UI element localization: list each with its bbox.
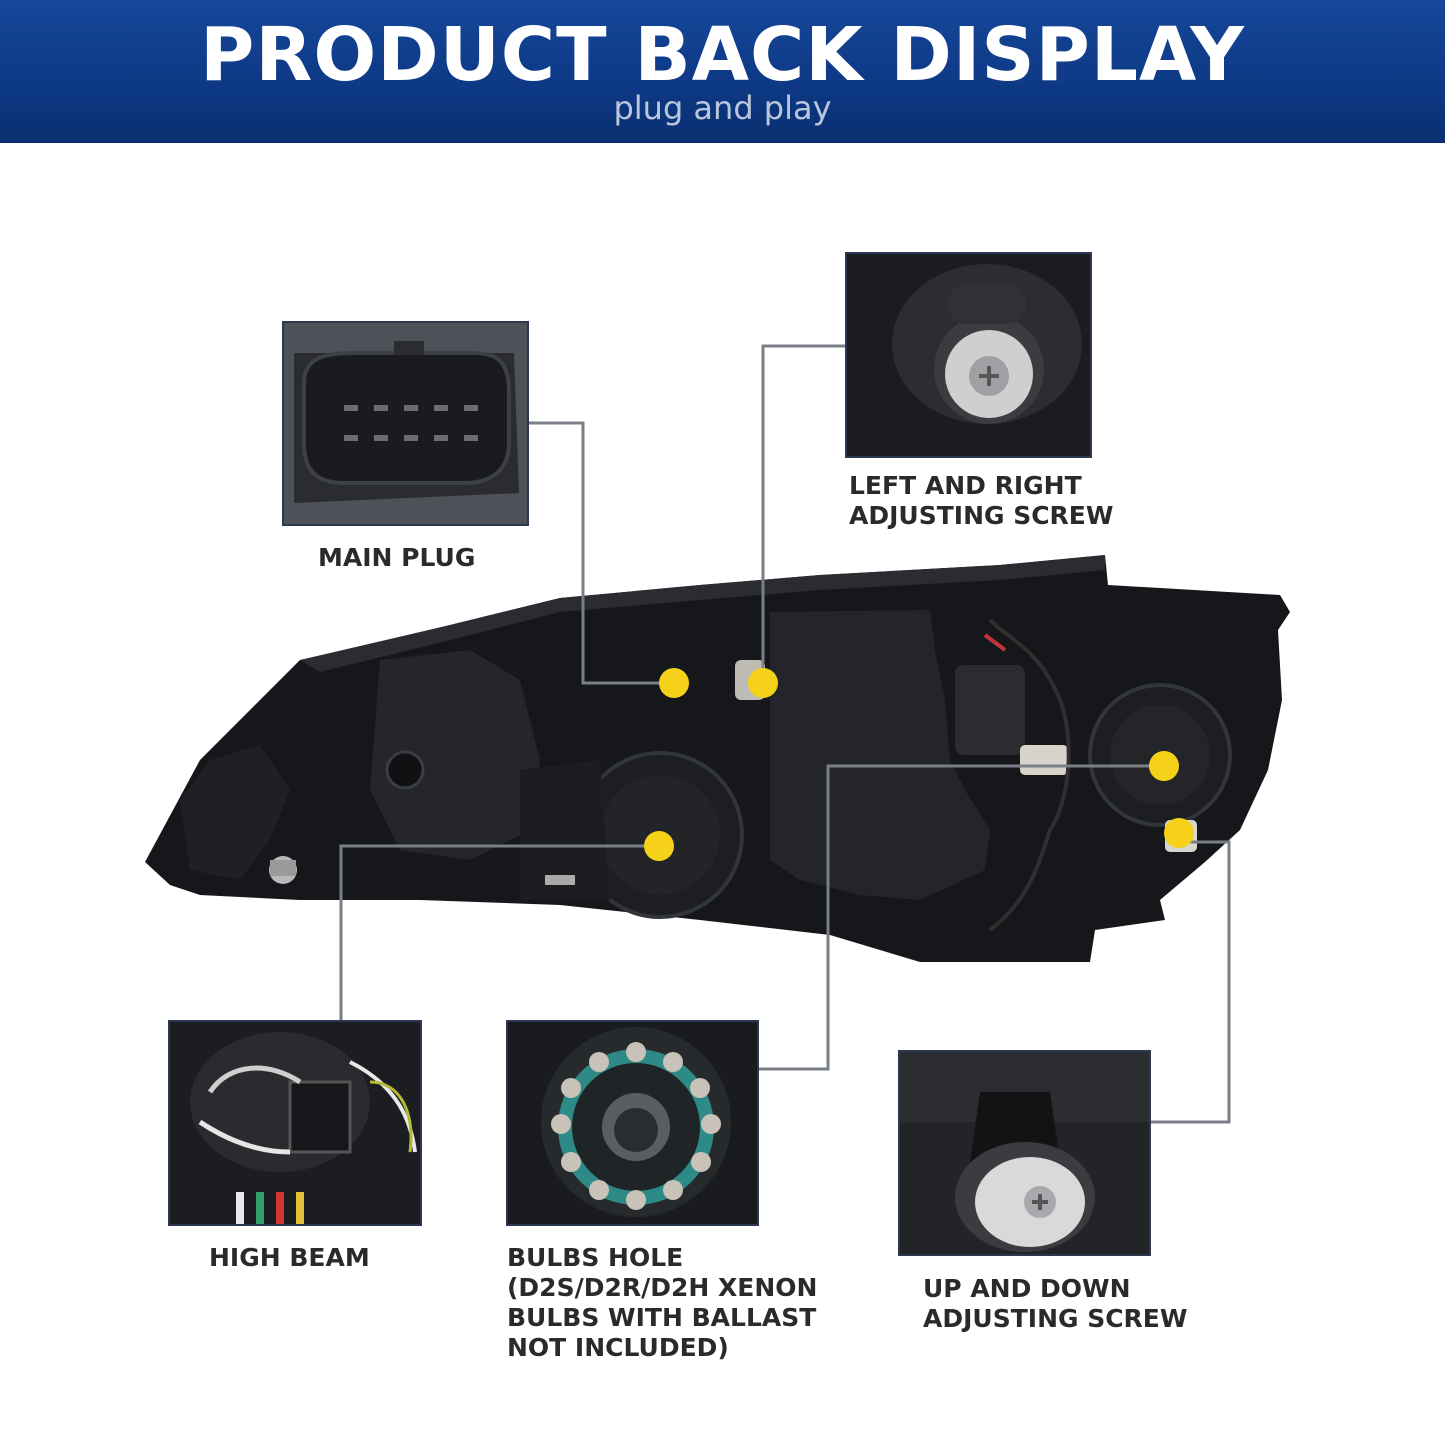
leader-high-beam bbox=[339, 844, 659, 1021]
page-title: PRODUCT BACK DISPLAY bbox=[200, 12, 1245, 98]
main-plug-photo bbox=[282, 321, 529, 526]
ud-screw-photo bbox=[898, 1050, 1151, 1256]
bulbs-hole-photo bbox=[506, 1020, 759, 1226]
header-banner: PRODUCT BACK DISPLAY plug and play bbox=[0, 0, 1445, 143]
marker-high-beam bbox=[644, 831, 674, 861]
leader-lr-screw bbox=[761, 344, 845, 683]
marker-ud-screw bbox=[1164, 818, 1194, 848]
leader-bulbs-hole bbox=[759, 764, 1164, 1071]
lr-screw-label: LEFT AND RIGHT ADJUSTING SCREW bbox=[849, 471, 1114, 530]
leader-ud-screw bbox=[1151, 840, 1231, 1124]
marker-main-plug bbox=[659, 668, 689, 698]
marker-bulbs-hole bbox=[1149, 751, 1179, 781]
main-plug-label: MAIN PLUG bbox=[318, 543, 476, 572]
high-beam-photo bbox=[168, 1020, 422, 1226]
bulbs-hole-label: BULBS HOLE (D2S/D2R/D2H XENON BULBS WITH… bbox=[507, 1243, 818, 1362]
marker-lr-screw bbox=[748, 668, 778, 698]
page-subtitle: plug and play bbox=[613, 89, 832, 127]
high-beam-label: HIGH BEAM bbox=[209, 1243, 370, 1272]
leader-main-plug bbox=[528, 421, 674, 685]
ud-screw-label: UP AND DOWN ADJUSTING SCREW bbox=[923, 1274, 1188, 1333]
lr-screw-photo bbox=[845, 252, 1092, 458]
